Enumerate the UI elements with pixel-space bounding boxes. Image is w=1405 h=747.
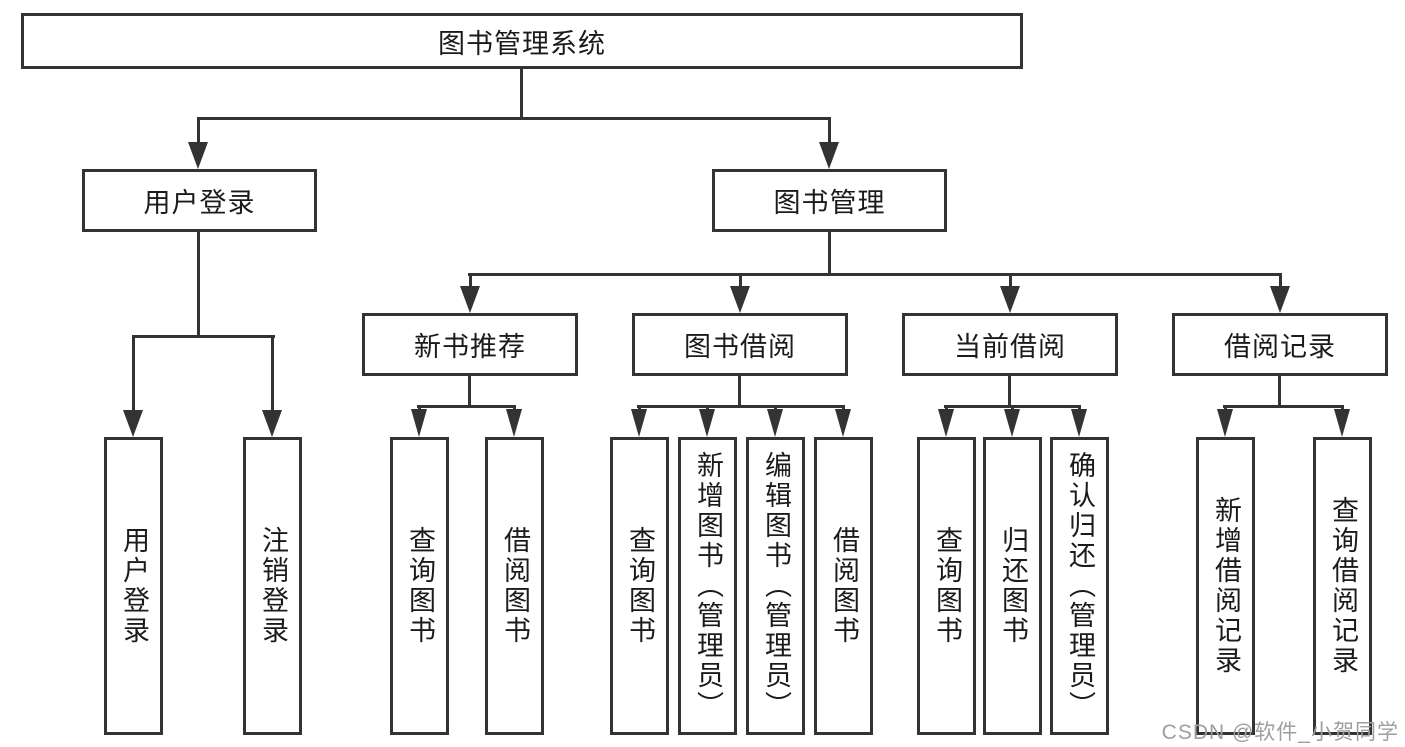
arrowhead-bor-edit (767, 409, 783, 437)
arrowhead-borrow (730, 286, 750, 313)
arrowhead-bor-query (631, 409, 647, 437)
leaf-cur-query-books: 查询图书 (917, 437, 976, 735)
connector-records-drop (1279, 273, 1282, 288)
arrowhead-cur-query (938, 409, 954, 437)
leaf-rec-borrow-books: 借阅图书 (485, 437, 544, 735)
node-root-label: 图书管理系统 (438, 28, 606, 59)
arrowhead-rec-query (411, 409, 427, 437)
leaf-logout: 注销登录 (243, 437, 302, 735)
node-book-borrowing: 图书借阅 (632, 313, 848, 376)
arrowhead-records-query (1334, 409, 1350, 437)
connector-leaf-login-drop (132, 335, 135, 412)
arrowhead-records (1270, 286, 1290, 313)
arrowhead-cur-return (1004, 409, 1020, 437)
leaf-bor-borrow-books-label: 借阅图书 (829, 526, 859, 646)
leaf-records-add-record-label: 新增借阅记录 (1211, 496, 1241, 676)
leaf-records-query-record: 查询借阅记录 (1313, 437, 1372, 735)
arrowhead-records-add (1217, 409, 1233, 437)
leaf-cur-confirm-return-admin: 确认归还（管理员） (1050, 437, 1109, 735)
csdn-watermark: CSDN @软件_小贺同学 (1161, 721, 1399, 744)
node-borrowing-records: 借阅记录 (1172, 313, 1388, 376)
node-current-borrowing-label: 当前借阅 (954, 332, 1066, 362)
connector-root-stem (520, 69, 523, 120)
leaf-cur-query-books-label: 查询图书 (932, 526, 962, 646)
connector-current-drop (1009, 273, 1012, 288)
node-new-book-recommend: 新书推荐 (362, 313, 578, 376)
connector-mgmt-stem (828, 232, 831, 276)
leaf-user-login-label: 用户登录 (119, 526, 149, 646)
leaf-rec-borrow-books-label: 借阅图书 (500, 526, 530, 646)
node-root: 图书管理系统 (21, 13, 1023, 69)
connector-borrow-stem (738, 376, 741, 408)
connector-rec-drop (469, 273, 472, 288)
arrowhead-rec (460, 286, 480, 313)
arrowhead-bor-borrow (835, 409, 851, 437)
connector-login-stem (197, 232, 200, 338)
connector-mgmt-drop (828, 117, 831, 145)
leaf-bor-borrow-books: 借阅图书 (814, 437, 873, 735)
leaf-rec-query-books-label: 查询图书 (405, 526, 435, 646)
connector-records-rail (1223, 405, 1344, 408)
arrowhead-mgmt (819, 142, 839, 169)
node-user-login-label: 用户登录 (143, 188, 256, 218)
node-book-management: 图书管理 (712, 169, 947, 232)
node-borrowing-records-label: 借阅记录 (1224, 332, 1336, 362)
leaf-logout-label: 注销登录 (258, 526, 288, 646)
arrowhead-leaf-logout (262, 410, 282, 437)
arrowhead-login (188, 142, 208, 169)
connector-rec-stem (468, 376, 471, 408)
leaf-records-add-record: 新增借阅记录 (1196, 437, 1255, 735)
connector-current-stem (1008, 376, 1011, 408)
leaf-cur-return-books-label: 归还图书 (998, 526, 1028, 646)
arrowhead-rec-borrow (506, 409, 522, 437)
connector-login-rail (132, 335, 275, 338)
connector-leaf-logout-drop (271, 335, 274, 412)
leaf-cur-confirm-return-admin-label: 确认归还（管理员） (1065, 451, 1095, 721)
leaf-bor-query-books-label: 查询图书 (625, 526, 655, 646)
leaf-bor-query-books: 查询图书 (610, 437, 669, 735)
connector-login-drop (197, 117, 200, 145)
connector-rec-rail (417, 405, 516, 408)
connector-borrow-drop (739, 273, 742, 288)
leaf-cur-return-books: 归还图书 (983, 437, 1042, 735)
leaf-bor-edit-books-admin: 编辑图书（管理员） (746, 437, 805, 735)
arrowhead-bor-add (699, 409, 715, 437)
leaf-user-login: 用户登录 (104, 437, 163, 735)
connector-mgmt-rail (468, 273, 1282, 276)
leaf-bor-add-books-admin-label: 新增图书（管理员） (693, 451, 723, 721)
node-user-login: 用户登录 (82, 169, 317, 232)
node-new-book-recommend-label: 新书推荐 (414, 332, 526, 362)
node-book-borrowing-label: 图书借阅 (684, 332, 796, 362)
arrowhead-cur-confirm (1071, 409, 1087, 437)
node-current-borrowing: 当前借阅 (902, 313, 1118, 376)
leaf-bor-edit-books-admin-label: 编辑图书（管理员） (761, 451, 791, 721)
arrowhead-current (1000, 286, 1020, 313)
arrowhead-leaf-login (123, 410, 143, 437)
connector-root-rail (197, 117, 831, 120)
connector-records-stem (1278, 376, 1281, 408)
node-book-management-label: 图书管理 (773, 188, 886, 218)
connector-borrow-rail (637, 405, 845, 408)
leaf-records-query-record-label: 查询借阅记录 (1328, 496, 1358, 676)
leaf-bor-add-books-admin: 新增图书（管理员） (678, 437, 737, 735)
leaf-rec-query-books: 查询图书 (390, 437, 449, 735)
